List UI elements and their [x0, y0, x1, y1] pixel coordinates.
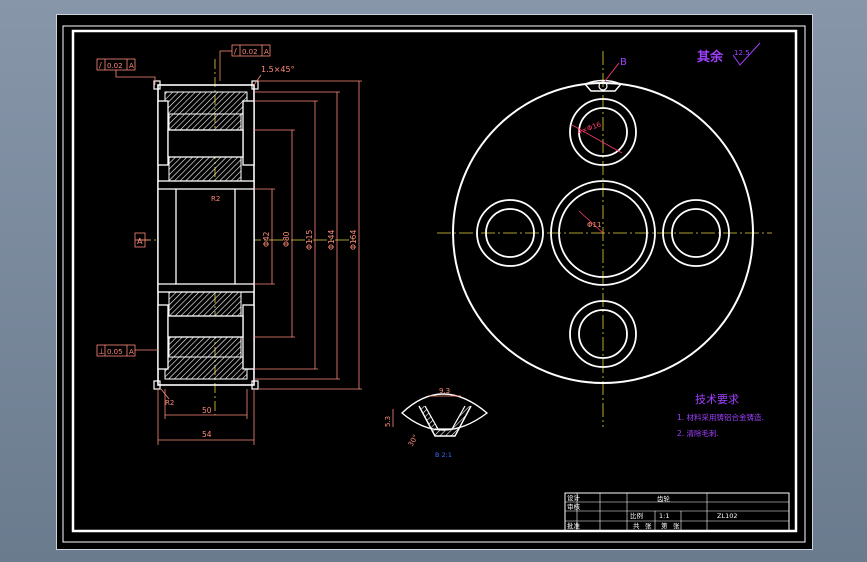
- chamfer-label: 1.5×45°: [261, 65, 295, 74]
- fillet-small: R2: [211, 195, 220, 203]
- dim-d5: Φ164: [349, 230, 358, 250]
- tech-req-item-1: 1. 材料采用铸铝合金铸造.: [677, 412, 764, 422]
- svg-text:A: A: [137, 237, 143, 246]
- width-dimension-lines: [157, 389, 255, 445]
- perpendicular-datum: A: [129, 348, 134, 356]
- roughness-label: 其余: [697, 49, 724, 65]
- tolerance-frame-top-left: / 0.02 A: [96, 58, 156, 85]
- hatch-lower-rim: [164, 356, 248, 380]
- dim-d2: Φ80: [282, 231, 291, 247]
- runout-value: 0.02: [107, 62, 123, 70]
- outer-border: [62, 25, 806, 543]
- cad-drawing-viewport[interactable]: / 0.02 A / 0.02 A ⊥ 0.05 A: [56, 14, 813, 550]
- tb-sheet-d: 张: [673, 521, 680, 530]
- drawing-canvas: / 0.02 A / 0.02 A ⊥ 0.05 A: [62, 25, 806, 543]
- hatch-web-mid-lower: [168, 291, 242, 317]
- tb-sheet-b: 张: [645, 521, 652, 530]
- runout-datum: A: [129, 62, 134, 70]
- detail-label: B 2:1: [435, 451, 452, 459]
- detail-view-b: 9.3 5.3 30° B 2:1: [384, 387, 489, 459]
- hub-outer-circle: [550, 180, 656, 286]
- hatch-web-mid-upper: [168, 156, 242, 182]
- tb-designer: 设计: [567, 493, 581, 502]
- svg-text:/: /: [234, 47, 237, 56]
- tech-req-heading: 技术要求: [695, 393, 739, 406]
- tolerance-frame-top-mid: / 0.02 A: [219, 44, 271, 81]
- detail-dim-left: 5.3: [384, 416, 392, 427]
- section-view: / 0.02 A / 0.02 A ⊥ 0.05 A: [96, 44, 362, 445]
- dim-width-inner: 50: [202, 406, 212, 415]
- hub-inner-circle: [558, 188, 648, 278]
- detail-dim-angle: 30°: [407, 433, 420, 448]
- detail-dim-top: 9.3: [439, 387, 450, 395]
- svg-text:⊥: ⊥: [98, 347, 105, 356]
- svg-text:/: /: [99, 61, 102, 70]
- datum-marker: A: [134, 232, 149, 248]
- surface-roughness-note: 其余 12.5: [697, 42, 761, 66]
- center-dim-label: Φ11: [587, 221, 601, 229]
- runout-datum-2: A: [264, 48, 269, 56]
- tb-checker: 审核: [567, 502, 581, 511]
- dim-d4: Φ144: [327, 230, 336, 250]
- runout-value-2: 0.02: [242, 48, 258, 56]
- fillet-left: R2: [165, 399, 174, 407]
- title-block: [564, 492, 790, 532]
- diameter-dimension-lines: [254, 80, 362, 390]
- tb-approver: 批准: [567, 521, 581, 530]
- hatch-web-lower: [168, 336, 242, 358]
- tb-scale: 1:1: [659, 512, 669, 520]
- perpendicular-value: 0.05: [107, 348, 123, 356]
- roughness-value: 12.5: [734, 49, 750, 57]
- hatch-web-upper: [168, 113, 242, 131]
- dim-d3: Φ115: [305, 230, 314, 250]
- outer-circle: [452, 82, 754, 384]
- tolerance-frame-perpendicular: ⊥ 0.05 A: [96, 344, 158, 357]
- tb-material: ZL102: [717, 512, 737, 520]
- hatch-upper-rim: [164, 91, 248, 115]
- inner-border: [71, 29, 798, 533]
- tb-sheet-a: 共: [633, 521, 640, 530]
- dim-d1: Φ42: [262, 231, 271, 247]
- tb-part-name: 齿轮: [657, 494, 671, 503]
- view-marker-b: B: [620, 57, 627, 68]
- technical-requirements: 技术要求 1. 材料采用铸铝合金铸造. 2. 清除毛刺.: [677, 393, 764, 438]
- dim-width-outer: 54: [202, 430, 212, 439]
- tb-scale-label: 比例: [630, 511, 643, 520]
- tb-sheet-c: 第: [661, 521, 668, 530]
- front-view: B 4×Φ16 Φ11: [437, 51, 772, 427]
- tech-req-item-2: 2. 清除毛刺.: [677, 428, 719, 438]
